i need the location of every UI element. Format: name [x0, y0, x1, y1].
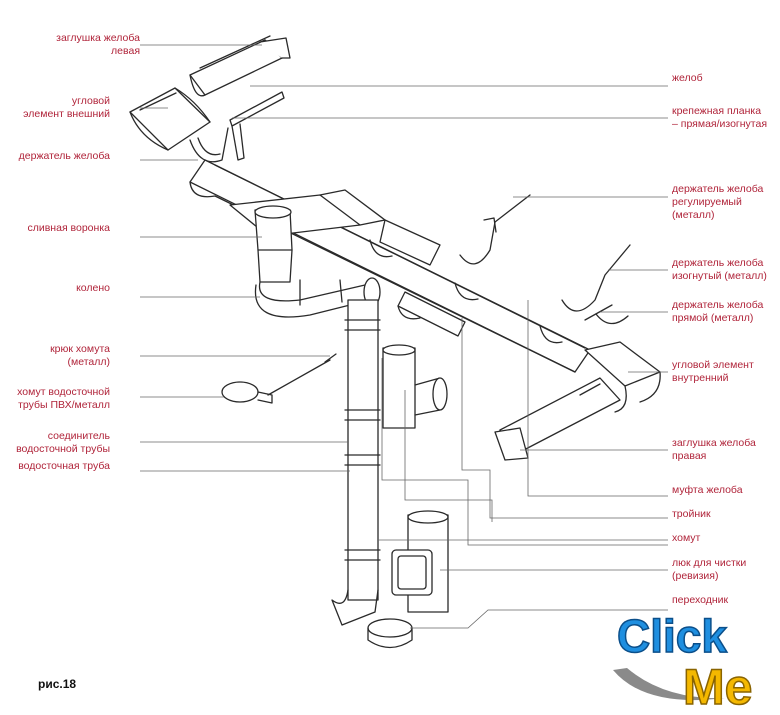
holder-bent	[561, 244, 631, 312]
clamp-hook	[267, 353, 337, 396]
label-clamp: хомут	[672, 532, 701, 544]
gutter-left-upper	[189, 35, 291, 97]
label-coupling: муфта желоба	[672, 484, 743, 496]
label-funnel: сливная воронка	[27, 222, 110, 234]
gutter-holder-left	[189, 127, 229, 163]
figure-label: рис.18	[38, 677, 77, 691]
label-elbow: колено	[76, 282, 110, 294]
adapter	[367, 618, 413, 649]
label-downpipe: водосточная труба	[18, 460, 110, 472]
pipe-clamp	[221, 381, 273, 404]
corner-external	[129, 87, 211, 151]
label-gutter-holder: держатель желоба	[18, 150, 110, 162]
gutter-main	[189, 159, 591, 373]
corner-internal	[584, 341, 661, 413]
label-adapter: переходник	[672, 594, 729, 606]
gutter-right-lower	[494, 377, 621, 461]
label-tee: тройник	[672, 508, 711, 520]
cleanout	[391, 510, 449, 613]
elbow	[254, 277, 381, 318]
logo-word-click: Click	[617, 610, 727, 662]
logo-word-me: Me	[683, 659, 752, 710]
label-gutter: желоб	[672, 72, 703, 84]
swoosh-icon	[613, 668, 725, 701]
holder-straight	[584, 304, 629, 325]
gutter-coupling	[397, 291, 466, 337]
holder-adjustable	[459, 194, 531, 265]
label-cleanout: люк для чистки(ревизия)	[672, 557, 747, 582]
label-mounting-strip: крепежная планка– прямая/изогнутая	[672, 105, 768, 130]
tee	[382, 344, 448, 429]
leader-lines	[140, 44, 668, 629]
funnel	[254, 205, 293, 283]
mounting-strip	[229, 91, 285, 161]
click-me-logo[interactable]: Click Me	[605, 600, 775, 710]
label-clamp-hook: крюк хомута(металл)	[50, 343, 110, 368]
downpipe	[331, 299, 381, 626]
